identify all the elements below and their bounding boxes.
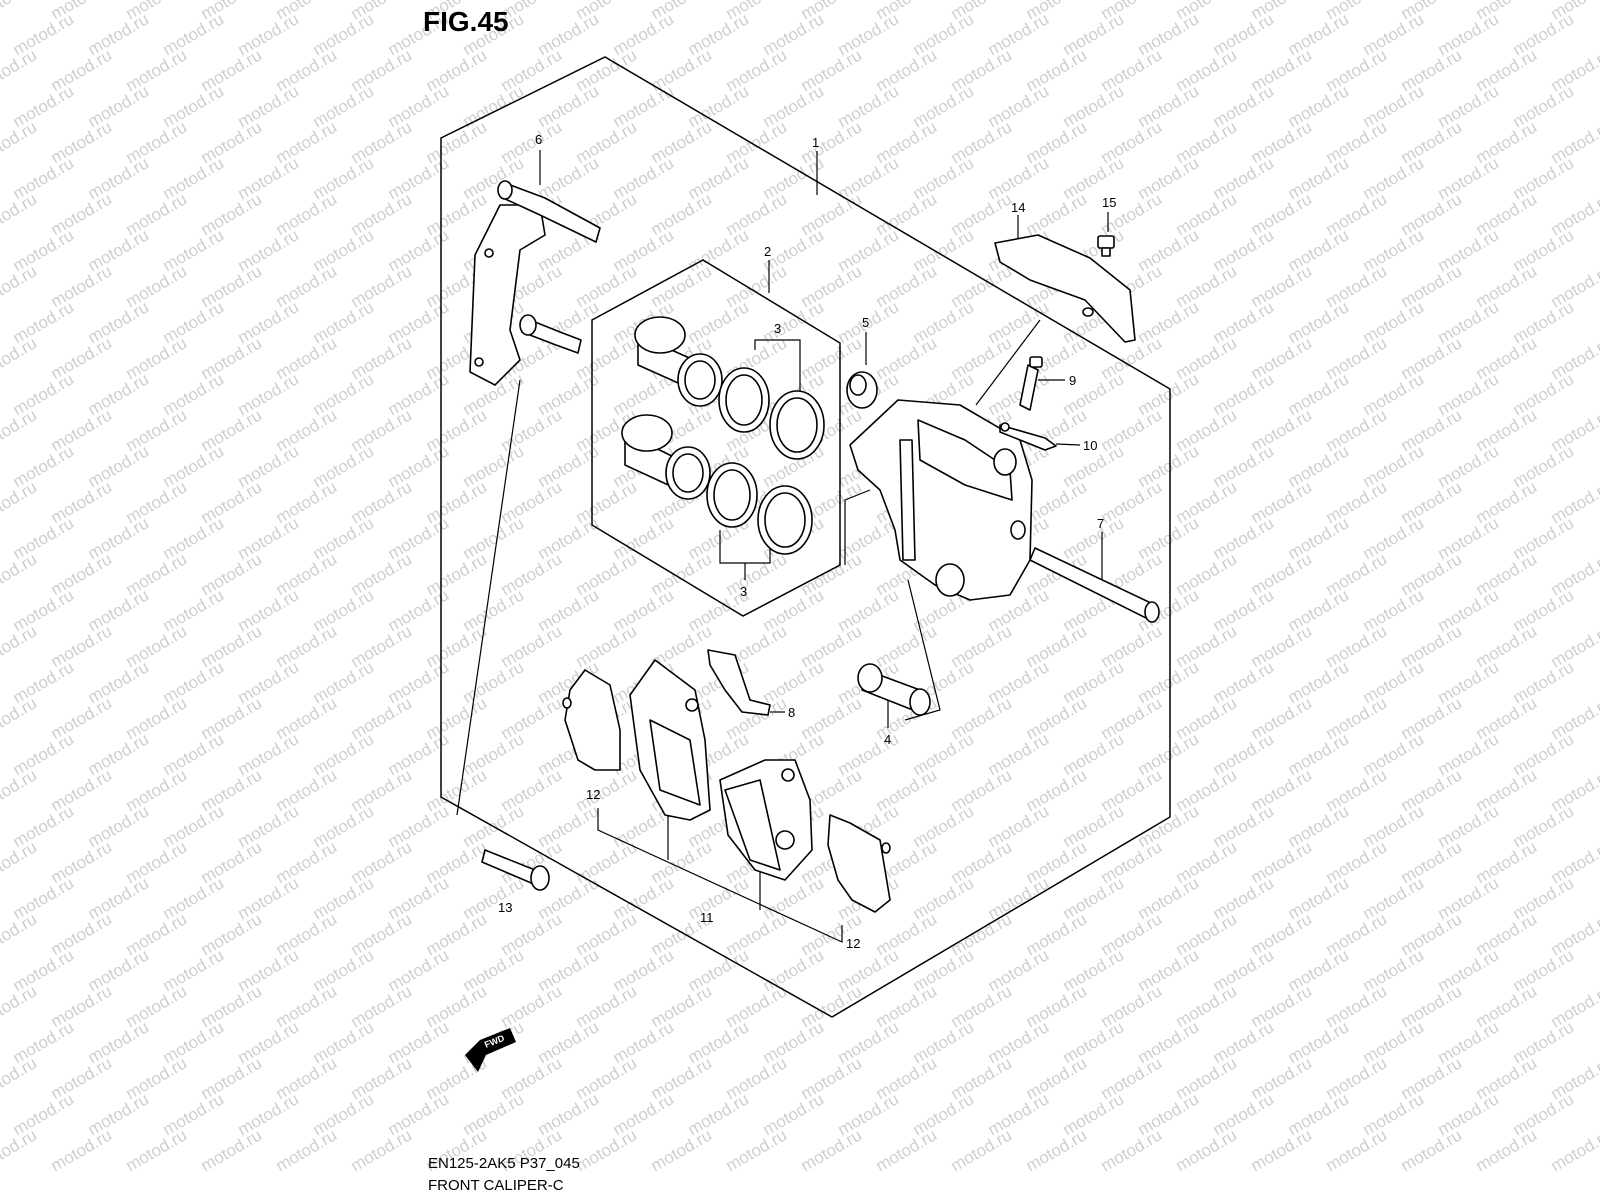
watermark-text: motod.ru — [873, 1125, 941, 1175]
callout-14: 14 — [1011, 200, 1025, 215]
forward-direction-badge: FWD — [465, 1028, 516, 1072]
callout-7: 7 — [1097, 516, 1104, 531]
screw-part-15 — [1097, 235, 1115, 257]
bleeder-cap-part-10 — [999, 422, 1057, 451]
mounting-bolt-part-13 — [481, 849, 550, 891]
watermark-text: motod.ru — [1398, 1125, 1466, 1175]
bleeder-valve-part-9 — [1019, 356, 1043, 411]
watermark-text: motod.ru — [0, 477, 40, 527]
watermark-text: motod.ru — [1173, 1125, 1241, 1175]
watermark-text: motod.ru — [0, 45, 40, 95]
piston-part-2 — [621, 316, 723, 500]
callout-3-upper: 3 — [774, 321, 781, 336]
watermark-text: motod.ru — [0, 261, 40, 311]
leader-lines — [456, 150, 1109, 943]
callout-8: 8 — [788, 705, 795, 720]
piston-seal-part-3 — [706, 367, 825, 555]
callout-4: 4 — [884, 732, 891, 747]
watermark-text: motod.ru — [198, 1125, 266, 1175]
watermark-text: motod.ru — [0, 693, 40, 743]
callout-12-right: 12 — [846, 936, 860, 951]
callout-15: 15 — [1102, 195, 1116, 210]
callout-2: 2 — [764, 244, 771, 259]
callout-13: 13 — [498, 900, 512, 915]
watermark-text: motod.ru — [1023, 1125, 1091, 1175]
watermark-text: motod.ru — [0, 0, 40, 23]
watermark-text: motod.ru — [0, 981, 40, 1031]
watermark-text: motod.ru — [0, 909, 40, 959]
pad-pin-part-7 — [1029, 547, 1160, 623]
watermark-text: motod.ru — [0, 1053, 40, 1103]
watermark-text: motod.ru — [1098, 1125, 1166, 1175]
watermark-text: motod.ru — [0, 189, 40, 239]
caliper-body-part-1 — [849, 399, 1033, 601]
watermark-text: motod.ru — [48, 1125, 116, 1175]
watermark-text: motod.ru — [1473, 1125, 1541, 1175]
callout-12-left: 12 — [586, 787, 600, 802]
callout-labels: 1 2 3 3 4 5 6 7 8 9 10 11 12 12 13 14 15 — [498, 132, 1116, 951]
diagram-name: FRONT CALIPER-C — [428, 1177, 564, 1194]
callout-1: 1 — [812, 135, 819, 150]
watermark-text: motod.ru — [0, 333, 40, 383]
watermark-text: motod.ru — [1323, 1125, 1391, 1175]
callout-3-lower: 3 — [740, 584, 747, 599]
caliper-bracket-part-6 — [469, 180, 601, 386]
callout-6: 6 — [535, 132, 542, 147]
watermark-text: motod.ru — [648, 1125, 716, 1175]
watermark-text: motod.ru — [573, 1125, 641, 1175]
callout-10: 10 — [1083, 438, 1097, 453]
pad-spring-part-14 — [994, 234, 1136, 343]
watermark-text: motod.ru — [948, 1125, 1016, 1175]
figure-title: FIG.45 — [423, 6, 509, 37]
watermark-text: motod.ru — [348, 1125, 416, 1175]
watermark-text: motod.ru — [0, 765, 40, 815]
watermark-text: motod.ru — [0, 621, 40, 671]
watermark-text: motod.ru — [0, 549, 40, 599]
seal-kit-frame — [591, 259, 841, 617]
watermark-text: motod.ru — [798, 1125, 866, 1175]
callout-11: 11 — [700, 910, 714, 925]
brake-pad-part-11 — [629, 659, 813, 881]
watermark-text: motod.ru — [0, 1125, 40, 1175]
watermark-text: motod.ru — [0, 405, 40, 455]
watermark-text: motod.ru — [0, 837, 40, 887]
watermark-text: motod.ru — [723, 1125, 791, 1175]
watermark-text: motod.ru — [273, 1125, 341, 1175]
diagram-code: EN125-2AK5 P37_045 — [428, 1155, 580, 1172]
watermark-text: motod.ru — [1548, 1125, 1600, 1175]
pad-clip-part-8 — [707, 649, 771, 716]
slide-pin-part-4 — [857, 663, 931, 716]
watermark-text: motod.ru — [123, 1125, 191, 1175]
boot-part-5 — [846, 371, 878, 409]
watermark-text: motod.ru — [1248, 1125, 1316, 1175]
callout-5: 5 — [862, 315, 869, 330]
pad-shim-part-12 — [562, 669, 891, 913]
watermark-text: motod.ru — [0, 117, 40, 167]
assembly-frame — [440, 56, 1171, 1018]
callout-9: 9 — [1069, 373, 1076, 388]
